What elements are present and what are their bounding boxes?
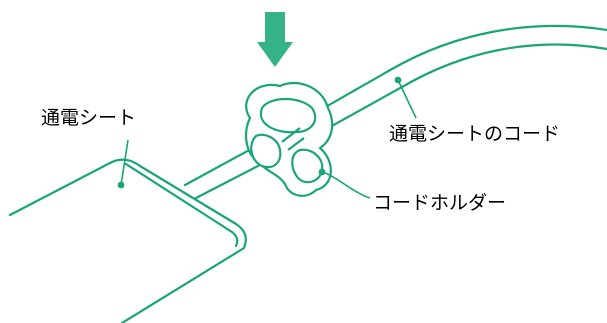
- sheet-cord: [183, 24, 607, 200]
- leaders: [120, 79, 417, 199]
- sheet-label: 通電シート: [41, 107, 137, 129]
- sheet-cord-label: 通電シートのコード: [389, 123, 561, 145]
- cord-holder-label: コードホルダー: [373, 192, 507, 214]
- leader-dots: [117, 76, 402, 189]
- down-arrow-icon: [257, 12, 293, 67]
- heating-sheet: [8, 158, 247, 323]
- cord-holder: [244, 81, 334, 197]
